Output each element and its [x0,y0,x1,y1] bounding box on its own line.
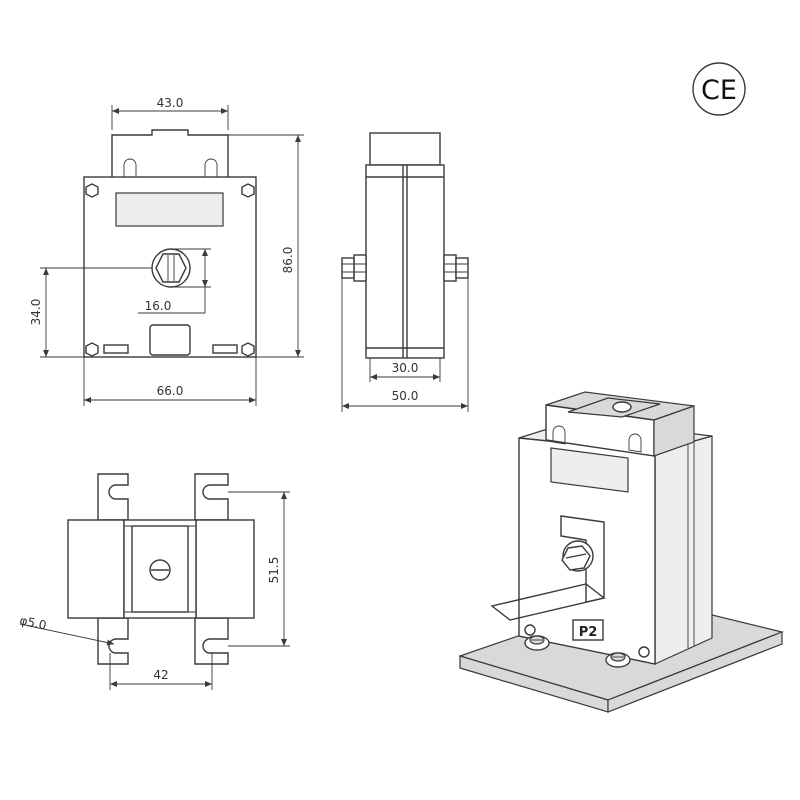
isometric-view: P2 [458,391,784,713]
dim-slot-spacing-h: 42 [153,668,168,682]
dim-hole-dia: 16.0 [145,299,172,313]
dim-hole-height: 34.0 [29,299,43,326]
dim-height: 86.0 [281,247,295,274]
dim-slot-spacing-v: 51.5 [267,557,281,584]
side-view: 30.0 50.0 [341,132,469,412]
front-view: 43.0 86.0 34.0 16.0 66.0 [29,96,304,406]
dim-body-depth: 30.0 [392,361,419,375]
dim-top-width: 43.0 [157,96,184,110]
dim-total-depth: 50.0 [392,389,419,403]
dim-slot-dia: φ5.0 [18,613,47,632]
terminal-label-p2: P2 [579,625,598,640]
bottom-view: 51.5 φ5.0 42 [18,473,290,690]
ce-mark-text: CE [701,75,737,106]
dim-width: 66.0 [157,384,184,398]
ce-mark: CE [692,62,746,116]
